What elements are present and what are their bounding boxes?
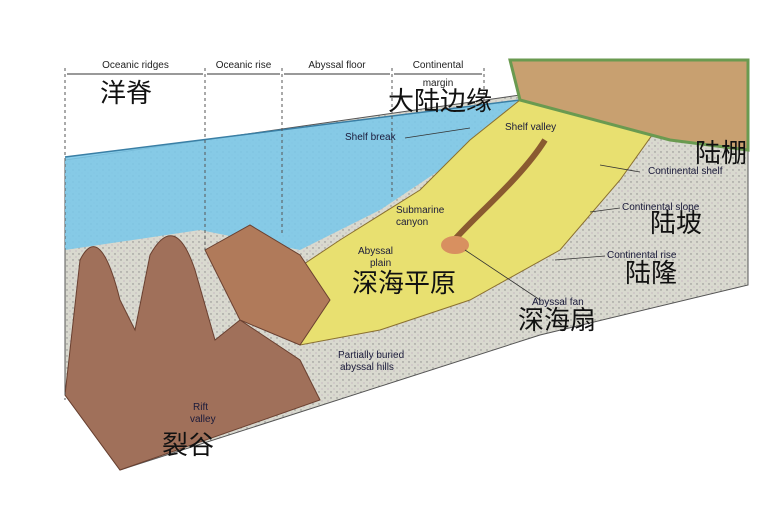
label-canyon: canyon — [396, 217, 429, 228]
label-shelf-break: Shelf break — [345, 132, 396, 143]
continental-shelf — [508, 58, 750, 152]
label-abyssal-fan: Abyssal fan — [532, 297, 584, 308]
abyssal-hills — [204, 224, 331, 346]
leader-lines — [404, 127, 641, 301]
label-cn-rift: 裂谷 — [162, 431, 215, 461]
abyssal-fan-shape — [441, 236, 469, 254]
label-submarine: Submarine — [396, 205, 445, 216]
label-cn-margin: 大陆边缘 — [388, 87, 493, 117]
label-continental-shelf: Continental shelf — [648, 166, 723, 177]
zone-dividers — [64, 68, 485, 400]
header-abyssal-floor: Abyssal floor — [308, 60, 366, 71]
oceanic-ridges — [64, 235, 321, 471]
label-abyssal: Abyssal — [358, 246, 394, 257]
continental-slope — [249, 99, 671, 346]
header-margin: margin — [422, 78, 454, 89]
label-cn-slope: 陆坡 — [650, 209, 703, 239]
header-continental: Continental — [412, 60, 464, 71]
label-cn-ridge: 洋脊 — [100, 79, 153, 109]
label-valley: valley — [190, 414, 216, 425]
label-continental-rise: Continental rise — [607, 250, 677, 261]
label-cn-shelf: 陆棚 — [695, 139, 748, 169]
label-rift: Rift — [193, 402, 208, 413]
label-plain: plain — [370, 258, 392, 269]
label-abyssal-hills: abyssal hills — [340, 362, 394, 373]
label-cn-plain: 深海平原 — [352, 269, 457, 299]
header-oceanic-rise: Oceanic rise — [215, 60, 272, 71]
label-partially-buried: Partially buried — [338, 350, 405, 361]
label-continental-slope: Continental slope — [622, 202, 700, 213]
label-cn-rise: 陆隆 — [625, 259, 678, 289]
label-shelf-valley: Shelf valley — [505, 122, 557, 133]
label-cn-fan: 深海扇 — [518, 306, 597, 336]
submarine-canyon — [447, 138, 548, 247]
header-oceanic-ridges: Oceanic ridges — [102, 60, 169, 71]
water-surface — [64, 99, 521, 158]
